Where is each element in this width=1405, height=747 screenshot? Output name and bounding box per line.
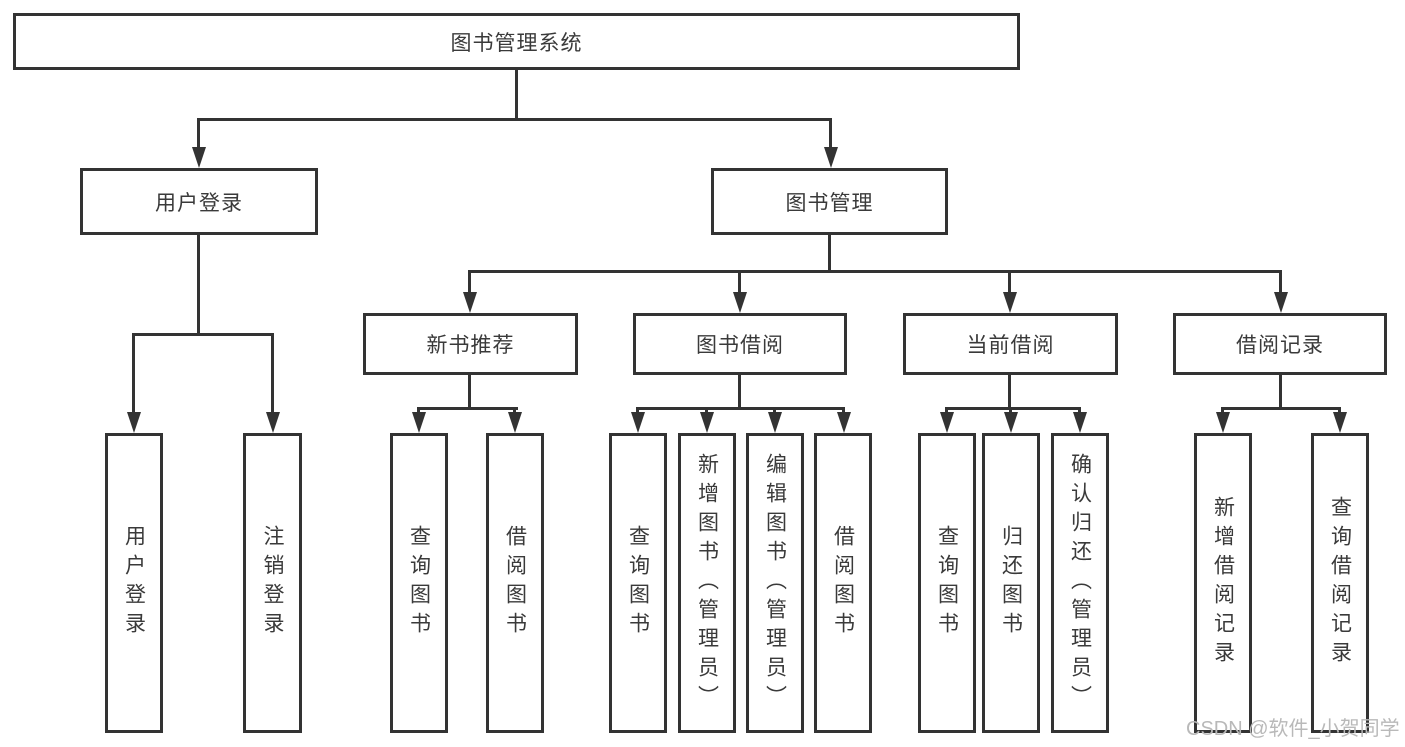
node-label: 用户登录 bbox=[155, 191, 243, 215]
arrowhead-icon bbox=[1333, 412, 1347, 433]
arrowhead-icon bbox=[1216, 412, 1230, 433]
node-label: 图书借阅 bbox=[696, 334, 784, 357]
leaf-label: 新增图书（管理员） bbox=[695, 452, 719, 714]
leaf-label: 确认归还（管理员） bbox=[1068, 452, 1092, 714]
node-current-borrowing: 当前借阅 bbox=[903, 313, 1118, 375]
connector-line bbox=[1338, 407, 1341, 416]
leaf-query-borrow-record: 查询借阅记录 bbox=[1311, 433, 1369, 733]
leaf-borrow-books-recommend: 借阅图书 bbox=[486, 433, 544, 733]
connector-line bbox=[513, 407, 516, 416]
connector-line bbox=[738, 270, 741, 295]
connector-line bbox=[468, 270, 471, 295]
connector-line bbox=[515, 70, 518, 120]
node-label: 当前借阅 bbox=[966, 334, 1055, 357]
node-library-management-system: 图书管理系统 bbox=[13, 13, 1020, 70]
connector-line bbox=[1221, 407, 1341, 410]
arrowhead-icon bbox=[631, 412, 645, 433]
leaf-label: 查询图书 bbox=[407, 525, 431, 641]
arrowhead-icon bbox=[412, 412, 426, 433]
leaf-query-books-borrow: 查询图书 bbox=[609, 433, 667, 733]
leaf-user-login: 用户登录 bbox=[105, 433, 163, 733]
connector-line bbox=[636, 407, 845, 410]
connector-line bbox=[1279, 270, 1282, 295]
node-book-management: 图书管理 bbox=[711, 168, 948, 235]
arrowhead-icon bbox=[463, 292, 477, 313]
connector-line bbox=[271, 333, 274, 415]
leaf-label: 借阅图书 bbox=[831, 525, 855, 641]
connector-line bbox=[829, 118, 832, 150]
connector-line bbox=[1279, 375, 1282, 410]
arrowhead-icon bbox=[940, 412, 954, 433]
connector-line bbox=[945, 407, 1081, 410]
connector-line bbox=[197, 235, 200, 336]
connector-line bbox=[1008, 375, 1011, 410]
arrowhead-icon bbox=[192, 147, 206, 168]
leaf-label: 编辑图书（管理员） bbox=[763, 452, 787, 714]
leaf-return-books: 归还图书 bbox=[982, 433, 1040, 733]
leaf-query-books-current: 查询图书 bbox=[918, 433, 976, 733]
connector-line bbox=[773, 407, 776, 416]
arrowhead-icon bbox=[1003, 292, 1017, 313]
connector-line bbox=[738, 375, 741, 410]
arrowhead-icon bbox=[837, 412, 851, 433]
leaf-label: 归还图书 bbox=[999, 525, 1023, 641]
connector-line bbox=[417, 407, 420, 416]
leaf-edit-books-admin: 编辑图书（管理员） bbox=[746, 433, 804, 733]
arrowhead-icon bbox=[768, 412, 782, 433]
connector-line bbox=[828, 235, 831, 273]
connector-line bbox=[197, 118, 832, 121]
leaf-add-books-admin: 新增图书（管理员） bbox=[678, 433, 736, 733]
leaf-label: 查询图书 bbox=[935, 525, 959, 641]
node-borrowing-records: 借阅记录 bbox=[1173, 313, 1387, 375]
node-label: 新书推荐 bbox=[426, 334, 515, 357]
arrowhead-icon bbox=[266, 412, 280, 433]
node-label: 图书管理 bbox=[785, 191, 874, 215]
node-new-book-recommendation: 新书推荐 bbox=[363, 313, 578, 375]
leaf-confirm-return-admin: 确认归还（管理员） bbox=[1051, 433, 1109, 733]
connector-line bbox=[842, 407, 845, 416]
leaf-label: 查询借阅记录 bbox=[1328, 496, 1352, 670]
leaf-label: 新增借阅记录 bbox=[1211, 496, 1235, 670]
arrowhead-icon bbox=[508, 412, 522, 433]
arrowhead-icon bbox=[1274, 292, 1288, 313]
connector-line bbox=[1009, 407, 1012, 416]
connector-line bbox=[705, 407, 708, 416]
node-label: 借阅记录 bbox=[1236, 334, 1324, 357]
connector-line bbox=[945, 407, 948, 416]
leaf-label: 借阅图书 bbox=[503, 525, 527, 641]
arrowhead-icon bbox=[824, 147, 838, 168]
node-label: 图书管理系统 bbox=[450, 31, 583, 55]
connector-line bbox=[1221, 407, 1224, 416]
leaf-add-borrow-record: 新增借阅记录 bbox=[1194, 433, 1252, 733]
arrowhead-icon bbox=[700, 412, 714, 433]
connector-line bbox=[197, 118, 200, 150]
leaf-label: 查询图书 bbox=[626, 525, 650, 641]
arrowhead-icon bbox=[127, 412, 141, 433]
connector-line bbox=[132, 333, 135, 415]
arrowhead-icon bbox=[1073, 412, 1087, 433]
node-user-login: 用户登录 bbox=[80, 168, 318, 235]
arrowhead-icon bbox=[733, 292, 747, 313]
leaf-label: 用户登录 bbox=[122, 525, 146, 641]
connector-line bbox=[417, 407, 518, 410]
connector-line bbox=[468, 270, 1282, 273]
csdn-watermark: CSDN @软件_小贺同学 bbox=[1186, 718, 1400, 740]
connector-line bbox=[1078, 407, 1081, 416]
connector-line bbox=[636, 407, 639, 416]
connector-line bbox=[468, 375, 471, 410]
leaf-borrow-books: 借阅图书 bbox=[814, 433, 872, 733]
arrowhead-icon bbox=[1004, 412, 1018, 433]
leaf-query-books-recommend: 查询图书 bbox=[390, 433, 448, 733]
leaf-label: 注销登录 bbox=[261, 525, 284, 641]
connector-line bbox=[1008, 270, 1011, 295]
connector-line bbox=[132, 333, 274, 336]
node-book-borrowing: 图书借阅 bbox=[633, 313, 847, 375]
leaf-logout: 注销登录 bbox=[243, 433, 302, 733]
